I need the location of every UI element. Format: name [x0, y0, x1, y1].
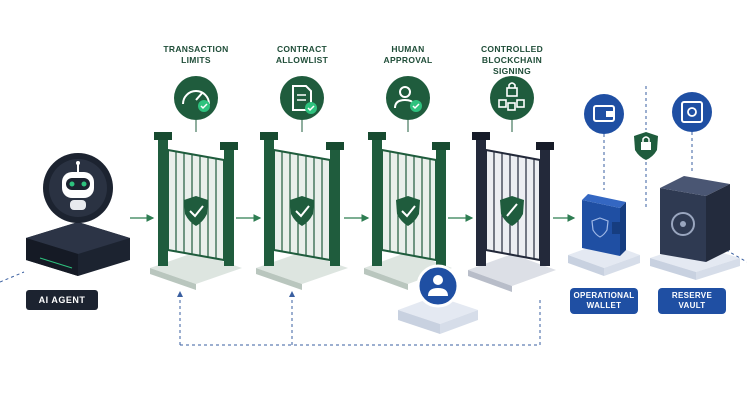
label-line: CONTROLLED [480, 44, 544, 54]
user-check-icon [394, 86, 422, 112]
gate-contract-allowlist [256, 76, 348, 290]
operational-wallet-label: OPERATIONAL WALLET [570, 288, 638, 314]
lock-shield-icon [634, 86, 658, 210]
wallet-icon [593, 105, 615, 122]
gate-controlled-signing [468, 76, 556, 292]
person-icon [433, 275, 443, 285]
reserve-vault-label: RESERVE VAULT [658, 288, 726, 314]
label-contract-allowlist: CONTRACT ALLOWLIST [262, 44, 342, 66]
label-line: ALLOWLIST [275, 55, 329, 65]
safe-icon [681, 101, 703, 123]
label-line: BLOCKCHAIN SIGNING [481, 55, 543, 76]
label-transaction-limits: TRANSACTION LIMITS [156, 44, 236, 66]
label-line: WALLET [586, 301, 622, 310]
operational-wallet [568, 94, 640, 276]
label-line: OPERATIONAL [573, 291, 635, 300]
shield-check-icon [290, 196, 314, 226]
shield-check-icon [184, 196, 208, 226]
ai-agent-device [26, 153, 130, 276]
label-controlled-signing: CONTROLLED BLOCKCHAIN SIGNING [462, 44, 562, 77]
lock-blocks-icon [498, 82, 525, 111]
ai-agent-label: AI AGENT [26, 290, 98, 310]
label-line: APPROVAL [383, 55, 433, 65]
label-line: TRANSACTION [163, 44, 229, 54]
label-line: VAULT [678, 301, 706, 310]
label-line: LIMITS [181, 55, 211, 65]
label-human-approval: HUMAN APPROVAL [368, 44, 448, 66]
reserve-vault [650, 92, 740, 280]
gauge-check-icon [182, 90, 210, 112]
gate-transaction-limits [150, 76, 242, 290]
feedback-loop [0, 249, 747, 346]
label-line: RESERVE [671, 291, 713, 300]
label-line: HUMAN [391, 44, 425, 54]
robot-icon [62, 161, 94, 210]
gate-human-approval [364, 76, 478, 334]
human-approver-pad [398, 264, 478, 334]
label-line: CONTRACT [276, 44, 328, 54]
shield-check-icon [396, 196, 420, 226]
document-check-icon [292, 85, 317, 114]
